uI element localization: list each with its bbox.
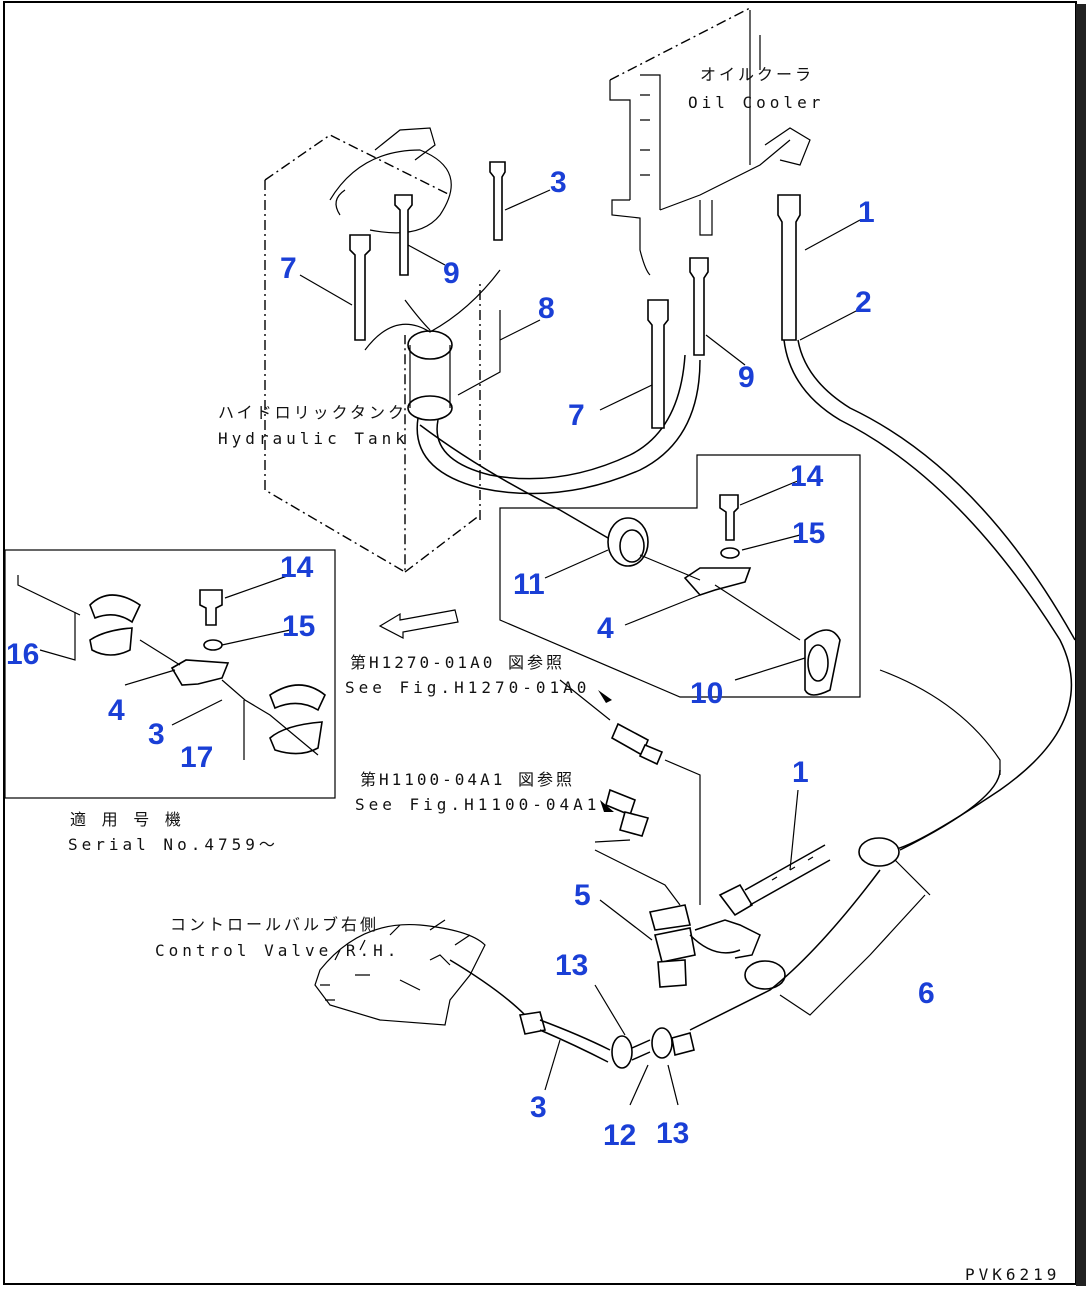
detail-box-left (4, 549, 336, 799)
ref-fitting-1 (559, 679, 701, 905)
hydraulic-tank-label-jp: ハイドロリックタンク (218, 403, 407, 422)
serial-label-jp: 適 用 号 機 (70, 810, 184, 829)
oil-cooler-label-jp: オイルクーラ (700, 65, 814, 84)
frame-shadow (1076, 4, 1086, 1286)
callout-13: 13 (656, 1117, 689, 1150)
control-valve-label-jp: コントロールバルブ右側 (170, 915, 379, 934)
callout-7: 7 (280, 252, 297, 285)
callout-10: 10 (690, 677, 723, 710)
callout-3: 3 (550, 166, 567, 199)
callout-4: 4 (597, 612, 614, 645)
tank-outlet-hose (416, 354, 701, 546)
ref1-label-en: See Fig.H1270-01A0 (345, 678, 590, 697)
ref2-label-en: See Fig.H1100-04A1 (355, 795, 600, 814)
hydraulic-tank (264, 127, 481, 574)
callout-7: 7 (568, 399, 585, 432)
ref-fitting-2 (594, 788, 681, 906)
callout-5: 5 (574, 879, 591, 912)
leader-lines (124, 189, 861, 1106)
clamps-6 (689, 769, 1001, 1031)
callout-15: 15 (792, 517, 825, 550)
oil-cooler (609, 7, 811, 276)
detail-box-right (499, 454, 861, 698)
tank-bolts (349, 161, 506, 341)
hose-clamp-8 (364, 269, 501, 421)
callout-12: 12 (603, 1119, 636, 1152)
callout-1: 1 (792, 756, 809, 789)
oil-cooler-label-en: Oil Cooler (688, 93, 824, 112)
callout-4: 4 (108, 694, 125, 727)
hydraulic-tank-label-en: Hydraulic Tank (218, 429, 409, 448)
hose-1-lower (718, 844, 831, 917)
cooler-pipes (647, 257, 709, 429)
control-valve-label-en: Control Valve R.H. (155, 941, 400, 960)
callout-1: 1 (858, 196, 875, 229)
callout-9: 9 (443, 257, 460, 290)
callout-14: 14 (790, 460, 824, 493)
callout-15: 15 (282, 610, 315, 643)
drawing-code: PVK6219 (965, 1265, 1060, 1284)
callout-2: 2 (855, 286, 872, 319)
control-valve (314, 919, 486, 1026)
callout-8: 8 (538, 292, 555, 325)
serial-label-en: Serial No.4759～ (68, 835, 279, 854)
callout-14: 14 (280, 551, 314, 584)
callout-3: 3 (530, 1091, 547, 1124)
ref1-label-jp: 第H1270-01A0 図参照 (350, 653, 565, 672)
lower-hose-3 (449, 959, 695, 1069)
direction-arrow (378, 609, 459, 639)
callout-9: 9 (738, 361, 755, 394)
callout-3: 3 (148, 718, 165, 751)
callout-17: 17 (180, 741, 213, 774)
callout-11: 11 (513, 568, 545, 601)
callout-6: 6 (918, 977, 935, 1010)
callout-13: 13 (555, 949, 588, 982)
callout-16: 16 (6, 638, 39, 671)
tee-fitting-5 (648, 904, 761, 988)
ref2-label-jp: 第H1100-04A1 図参照 (360, 770, 575, 789)
